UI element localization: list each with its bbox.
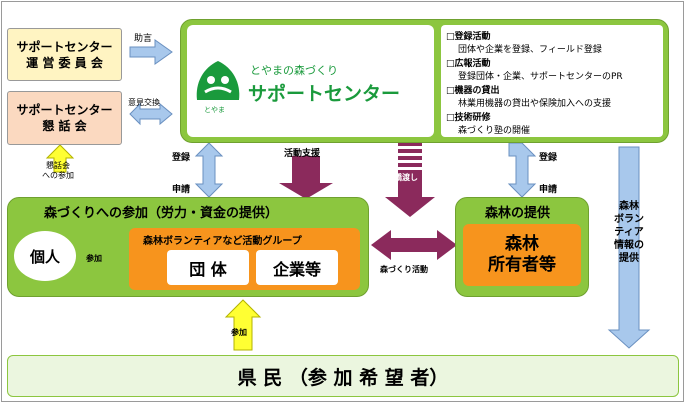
- service-3-detail: 林業用機器の貸出や保険加入への支援: [458, 99, 612, 109]
- group-label: 団 体: [189, 259, 227, 279]
- advice-arrow: [129, 39, 173, 65]
- council-participation-arrow: [45, 144, 75, 173]
- service-1-detail: 団体や企業を登録、フィールド登録: [458, 45, 602, 55]
- council-participation-label-2: への参加: [42, 171, 74, 180]
- service-2-heading: □広報活動: [446, 59, 491, 69]
- logo-caption: とやま: [204, 106, 225, 114]
- company-label: 企業等: [272, 259, 321, 279]
- participation-small-label: 参加: [86, 254, 102, 263]
- center-title-big: サポートセンター: [248, 83, 401, 105]
- forest-provision-title: 森林の提供: [485, 206, 551, 221]
- services-panel: [441, 25, 663, 137]
- activity-support-arrow: [279, 156, 333, 199]
- council-line1: サポートセンター: [16, 103, 113, 117]
- service-4-detail: 森づくり塾の開催: [458, 126, 531, 136]
- owner-box: 森林 所有者等: [463, 224, 581, 286]
- info-line-3: ティア: [614, 227, 644, 238]
- citizens-bar: 県 民 （参 加 希 望 者）: [7, 355, 679, 397]
- info-line-5: 提供: [619, 253, 639, 264]
- council-box: サポートセンター 懇 話 会: [7, 91, 122, 145]
- info-provision-label: 森林 ボラン ティア 情報の 提供: [607, 200, 651, 265]
- service-2-detail: 登録団体・企業、サポートセンターのPR: [458, 72, 623, 82]
- company-item: 企業等: [256, 250, 338, 285]
- register-apply-right-arrow: [507, 142, 537, 198]
- council-participation-label-1: 懇話会: [46, 161, 70, 170]
- service-1-heading: □登録活動: [446, 32, 491, 42]
- register-left-label: 登録: [172, 153, 191, 163]
- advice-label: 助言: [134, 34, 153, 44]
- info-line-1: 森林: [619, 201, 639, 212]
- committee-box: サポートセンター 運 営 委 員 会: [7, 28, 122, 81]
- logo-mark: [193, 58, 243, 106]
- exchange-label: 意見交換: [128, 98, 160, 107]
- participation-title: 森づくりへの参加（労力・資金の提供）: [44, 206, 279, 221]
- center-title-small: とやまの森づくり: [250, 64, 338, 77]
- group-title: 森林ボランティアなど活動グループ: [143, 236, 302, 247]
- info-provision-arrow: [607, 146, 651, 349]
- individual-circle: 個人: [14, 231, 76, 281]
- group-item: 団 体: [167, 250, 249, 285]
- committee-line2: 運 営 委 員 会: [26, 55, 103, 70]
- forest-activity-arrow: [371, 230, 457, 260]
- register-right-label: 登録: [539, 153, 558, 163]
- exchange-arrow: [129, 102, 173, 126]
- apply-left-label: 申請: [172, 185, 191, 195]
- apply-right-label: 申請: [539, 185, 558, 195]
- citizens-label: 県 民 （参 加 希 望 者）: [237, 366, 449, 389]
- register-apply-left-arrow: [194, 142, 224, 198]
- forest-activity-label: 森づくり活動: [380, 265, 428, 274]
- handover-label: 橋渡し: [394, 173, 418, 182]
- participation-bottom-label: 参加: [231, 328, 247, 337]
- handover-arrow: [385, 142, 435, 217]
- logo-svg: [196, 61, 240, 100]
- owner-line1: 森林: [505, 234, 539, 254]
- committee-line1: サポートセンター: [16, 39, 113, 54]
- service-3-heading: □機器の貸出: [446, 86, 500, 96]
- service-4-heading: □技術研修: [446, 113, 491, 123]
- participation-bottom-arrow: [224, 299, 262, 351]
- info-line-4: 情報の: [614, 240, 644, 251]
- council-line2: 懇 話 会: [42, 119, 87, 133]
- owner-line2: 所有者等: [488, 255, 556, 275]
- activity-support-label: 活動支援: [284, 149, 321, 159]
- individual-label: 個人: [29, 247, 60, 266]
- info-line-2: ボラン: [614, 214, 644, 225]
